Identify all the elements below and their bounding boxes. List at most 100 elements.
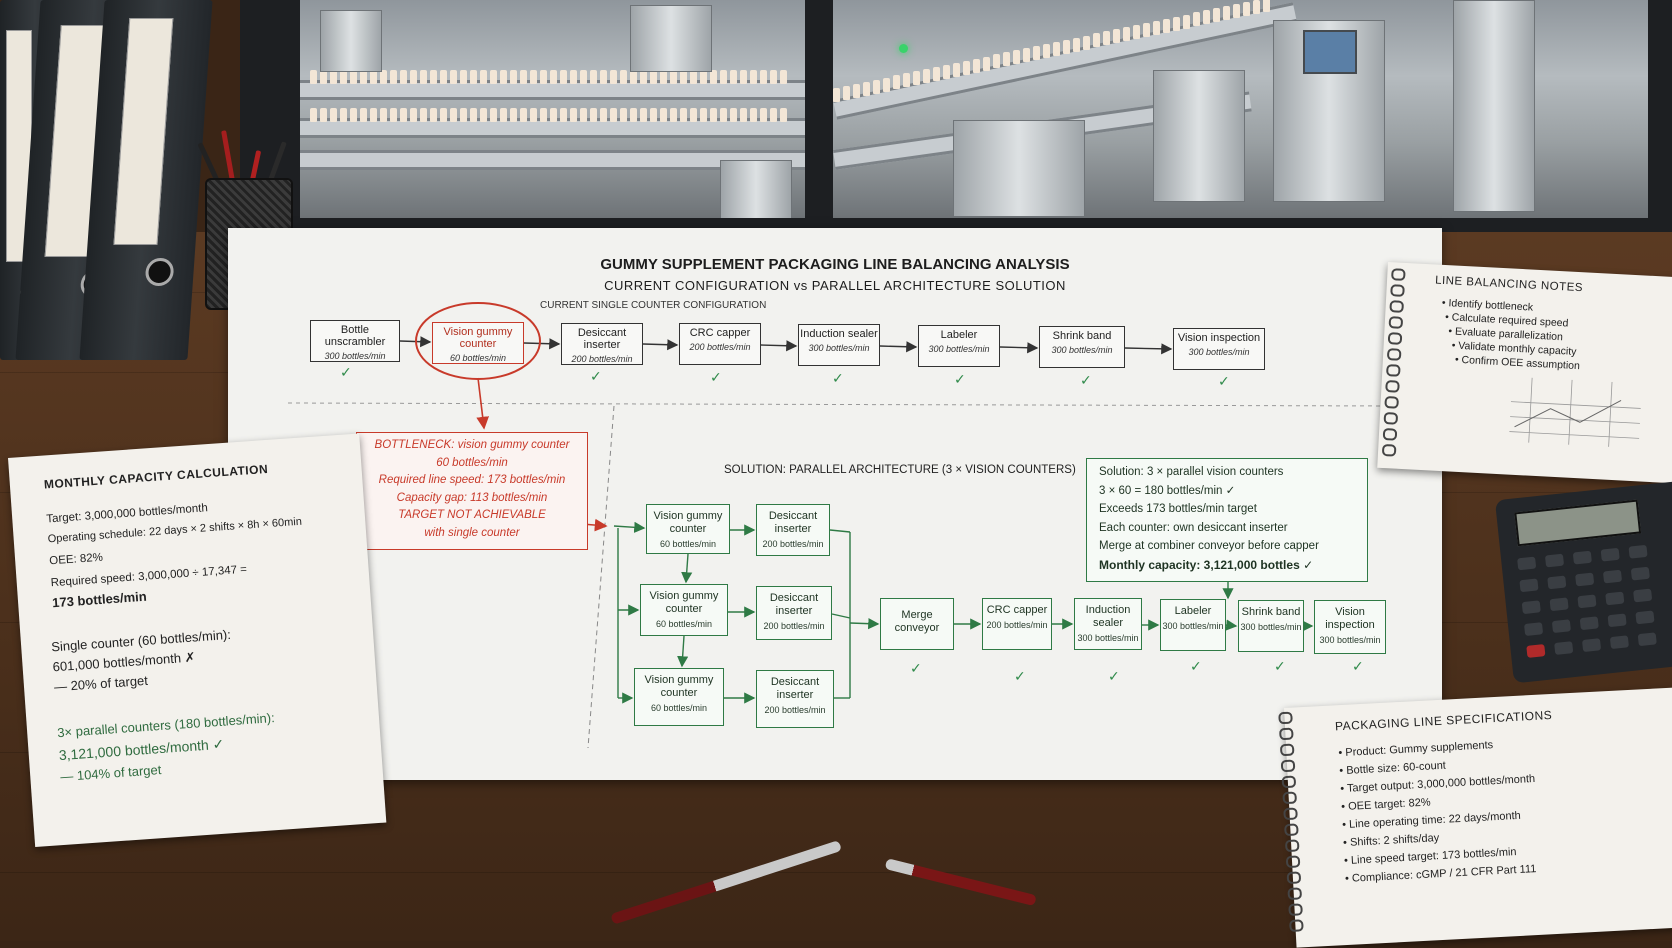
- check-icon: ✓: [910, 660, 922, 676]
- bottle: [1113, 29, 1120, 44]
- bottle: [410, 108, 417, 122]
- spec-item: • Bottle size: 60-count: [1339, 759, 1447, 778]
- bottle: [520, 70, 527, 84]
- solution-line: Exceeds 173 bottles/min target: [1099, 503, 1257, 515]
- flow-arrow: [677, 635, 689, 668]
- spiral-ring: [1389, 300, 1404, 313]
- green-lamp-icon: [899, 44, 908, 53]
- spiral-ring: [1388, 316, 1404, 329]
- bottle: [660, 70, 667, 84]
- bottle: [310, 108, 317, 122]
- bottle: [833, 88, 840, 102]
- bottle: [710, 70, 717, 84]
- bottle: [1053, 41, 1060, 56]
- conveyor: [300, 150, 805, 170]
- bottle: [1133, 25, 1140, 39]
- spiral-ring: [1385, 380, 1400, 393]
- solution-summary-box: Solution: 3 × parallel vision counters 3…: [1086, 458, 1368, 582]
- bottle: [450, 108, 457, 122]
- bottle: [770, 70, 777, 84]
- bottle: [943, 64, 950, 79]
- bottle: [620, 108, 627, 122]
- line-balancing-sheet: GUMMY SUPPLEMENT PACKAGING LINE BALANCIN…: [228, 228, 1442, 780]
- bottle: [530, 108, 537, 122]
- bottle: [640, 108, 647, 122]
- calculator: [1494, 480, 1672, 684]
- bottle: [690, 108, 697, 122]
- bottle: [540, 108, 547, 122]
- calculator-key: [1575, 572, 1595, 587]
- flow-arrow: [523, 338, 561, 350]
- bottle: [500, 108, 507, 122]
- flow-arrow: [1225, 619, 1238, 631]
- bottle: [710, 108, 717, 122]
- calculator-key: [1602, 569, 1623, 584]
- calculator-key: [1519, 578, 1539, 593]
- bottle: [740, 70, 747, 84]
- bottle: [680, 108, 687, 122]
- bottle: [1213, 8, 1220, 23]
- bottleneck-line: 60 bottles/min: [436, 456, 508, 469]
- calculator-key: [1526, 644, 1546, 658]
- calculator-key: [1551, 619, 1571, 634]
- bottle: [350, 108, 357, 122]
- spiral-ring: [1386, 364, 1401, 377]
- calculator-key: [1633, 588, 1653, 603]
- solution-line: Merge at combiner conveyor before capper: [1099, 540, 1319, 552]
- bottle: [700, 108, 707, 122]
- window-pane-left: [300, 0, 805, 218]
- bottleneck-line: BOTTLENECK: vision gummy counter: [374, 439, 570, 451]
- check-icon: ✓: [1014, 668, 1026, 684]
- bottle: [1253, 0, 1260, 14]
- bottle: [400, 70, 407, 84]
- bottle: [863, 81, 870, 96]
- bottle: [380, 108, 387, 122]
- calculator-key: [1521, 600, 1541, 615]
- capacity-calculation-sheet: MONTHLY CAPACITY CALCULATION Target: 3,0…: [8, 433, 387, 848]
- spiral-ring: [1283, 807, 1298, 821]
- bottle: [843, 85, 850, 100]
- spiral-ring: [1285, 855, 1301, 869]
- flow-arrow: [849, 618, 880, 630]
- calc-line: Required speed: 3,000,000 ÷ 17,347 =: [50, 563, 248, 590]
- flow-arrow: [399, 336, 432, 348]
- bottle: [310, 70, 317, 84]
- bottle: [873, 79, 880, 94]
- bottle: [610, 108, 617, 122]
- merge-conveyor: Merge conveyor: [880, 598, 954, 650]
- spiral-ring: [1286, 871, 1302, 885]
- bottle: [560, 108, 567, 122]
- bottle: [470, 108, 477, 122]
- bottle: [1043, 43, 1050, 58]
- calculator-key: [1609, 635, 1629, 650]
- bottle: [1063, 39, 1070, 54]
- spiral-ring: [1387, 332, 1403, 345]
- bottle: [1003, 52, 1010, 67]
- spec-item: • Line speed target: 173 bottles/min: [1343, 846, 1517, 868]
- bottle: [730, 108, 737, 122]
- spiral-ring: [1381, 443, 1397, 457]
- calculator-key: [1577, 594, 1597, 609]
- spec-item: • Line operating time: 22 days/month: [1341, 809, 1522, 832]
- sheet-title: GUMMY SUPPLEMENT PACKAGING LINE BALANCIN…: [600, 256, 1070, 273]
- machine: [630, 5, 712, 72]
- bottle: [630, 108, 637, 122]
- bottle: [1173, 16, 1180, 31]
- bottle: [370, 108, 377, 122]
- bottle: [993, 54, 1000, 69]
- bottle: [320, 108, 327, 122]
- bottle: [1073, 37, 1080, 52]
- bottle: [1243, 1, 1250, 16]
- bottle: [410, 70, 417, 84]
- bottle: [570, 70, 577, 84]
- bottle: [620, 70, 627, 84]
- bottle: [1223, 6, 1230, 21]
- bottle: [490, 108, 497, 122]
- bottle: [590, 70, 597, 84]
- bottleneck-line: TARGET NOT ACHIEVABLE: [398, 509, 546, 521]
- spiral-ring: [1278, 711, 1293, 725]
- calculator-key: [1544, 553, 1565, 568]
- bottle: [550, 70, 557, 84]
